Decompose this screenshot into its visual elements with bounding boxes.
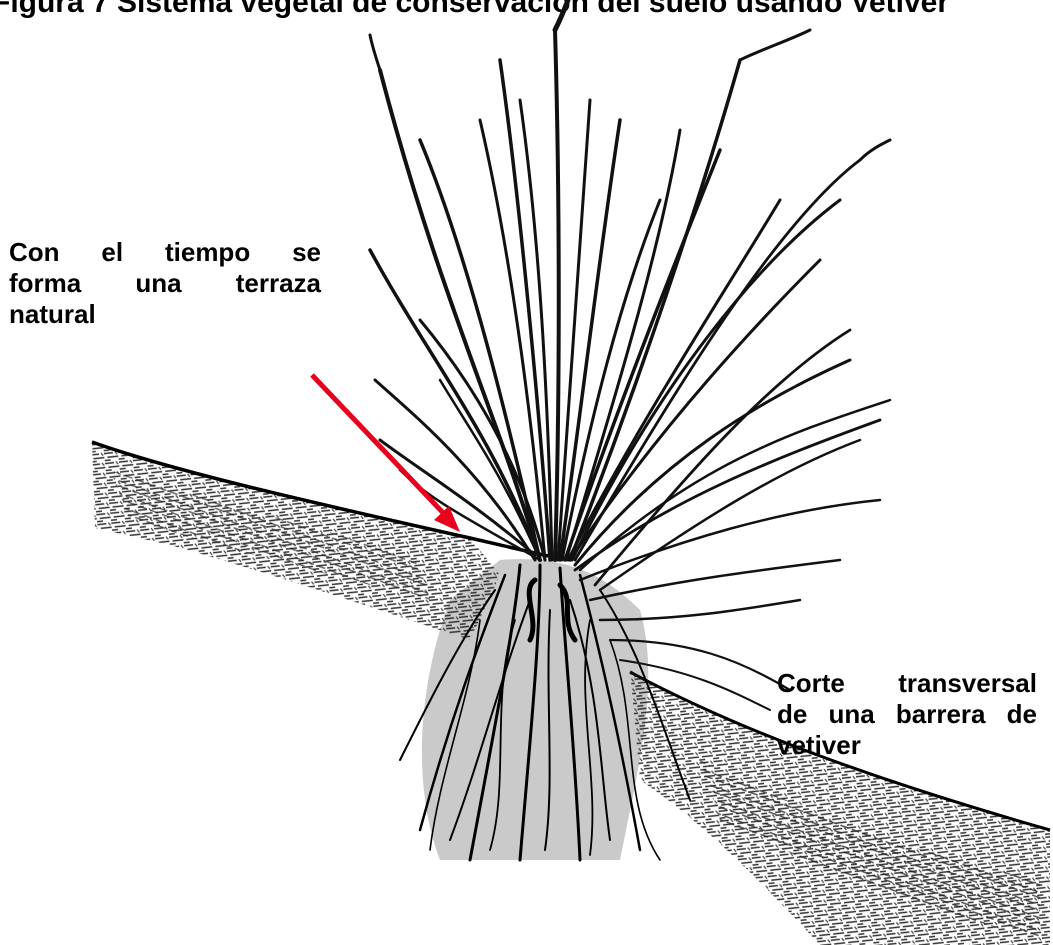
- terrace-callout-line: natural: [9, 299, 321, 330]
- cross-section-callout-line: Corte transversal: [777, 668, 1037, 699]
- cross-section-callout-line: de una barrera de: [777, 699, 1037, 730]
- terrace-callout-line: Con el tiempo se: [9, 237, 321, 268]
- cross-section-callout: Corte transversal de una barrera de veti…: [777, 668, 1037, 761]
- terrace-callout: Con el tiempo se forma una terraza natur…: [9, 237, 321, 330]
- terrace-callout-line: forma una terraza: [9, 268, 321, 299]
- cross-section-callout-line: vetiver: [777, 730, 1037, 761]
